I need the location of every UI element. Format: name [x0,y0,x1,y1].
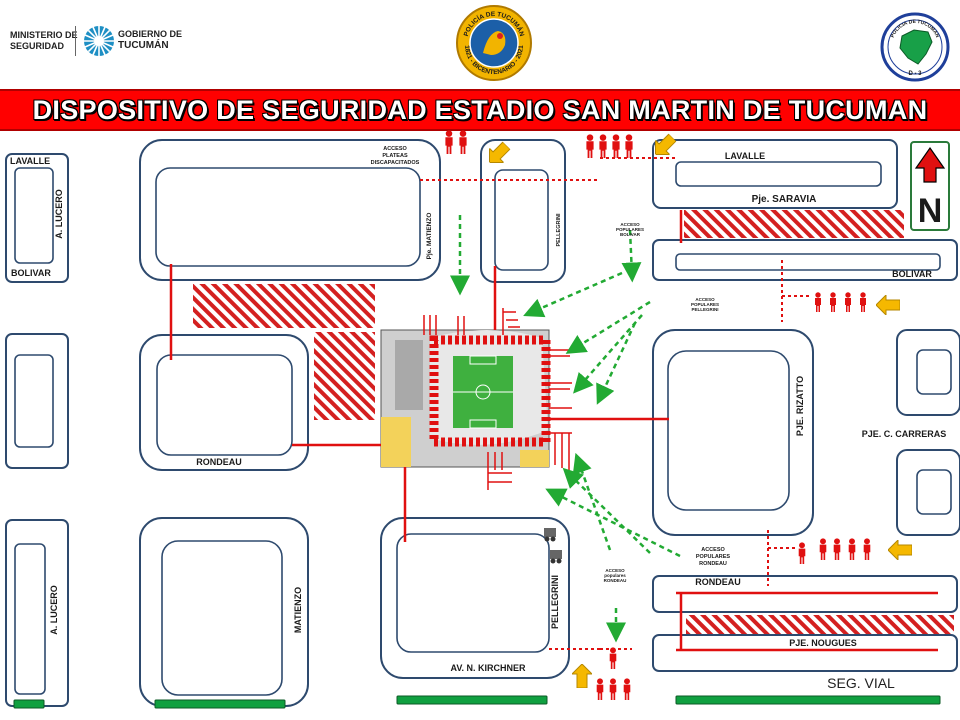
division-emblem: POLICIA DE TUCUMAN D - 3 [880,12,950,82]
officer-icon [863,538,871,560]
north-label: N [918,192,943,230]
street-lavalle-left: LAVALLE [10,156,50,166]
street-lucero-bottom: A. LUCERO [49,585,59,635]
access-labels: ACCESO PLATEAS DISCAPACITADOS ACCESO POP… [371,146,731,583]
officer-icon [833,538,841,560]
gov-line2: TUCUMÁN [118,40,169,51]
officer-icon [860,292,866,312]
ministry-logo: MINISTERIO DE SEGURIDAD [10,30,78,52]
officer-icon [596,678,604,700]
street-labels: LAVALLE BOLIVAR A. LUCERO A. LUCERO Pje.… [10,151,946,691]
access-rondeau-right-3: RONDEAU [699,561,727,567]
street-pellegrini-bottom: PELLEGRINI [550,575,560,629]
street-carreras: PJE. C. CARRERAS [862,429,947,439]
title-bar: DISPOSITIVO DE SEGURIDAD ESTADIO SAN MAR… [0,89,960,131]
officer-icon [609,647,617,669]
access-plateas-1: ACCESO [383,146,407,152]
access-bolivar-1: ACCESO [620,222,640,227]
access-plateas-3: DISCAPACITADOS [371,160,420,166]
north-indicator: N [910,141,950,231]
access-pellegrini-2: POPULARES [691,302,719,307]
street-nougues: PJE. NOUGUES [789,638,857,648]
sun-icon [84,26,114,56]
access-rondeau-bottom-3: RONDEAU [604,578,627,583]
block-nougues [652,634,958,672]
street-matienzo-top: Pje. MATIENZO [426,213,433,260]
officer-icon [819,538,827,560]
street-bolivar-left: BOLIVAR [11,268,51,278]
restricted-zones [193,210,954,634]
access-rondeau-right-1: ACCESO [701,547,725,553]
hatch-zone-2 [314,332,375,420]
access-rondeau-bottom-2: populares [604,573,626,578]
access-bolivar-2: POPULARES [616,227,644,232]
logo-divider [75,26,76,56]
hatch-zone-4 [686,615,954,634]
seg-vial-label: SEG. VIAL [827,675,895,691]
government-logo: GOBIERNO DE TUCUMÁN [118,29,182,51]
stadium [380,329,551,468]
security-map: N LAVALLE BOLIVAR A. LUCERO A. LUCERO Pj… [5,130,960,709]
officer-icon [445,130,453,154]
hatch-zone-1 [193,284,375,328]
street-saravia: Pje. SARAVIA [752,194,817,205]
officer-icon [586,134,594,158]
access-pellegrini-3: PELLEGRINI [691,307,718,312]
officer-icon [625,134,633,158]
officer-icon [459,130,467,154]
access-bolivar-3: BOLIVAR [620,232,641,237]
officer-icon [798,542,806,564]
officer-icon [599,134,607,158]
officer-icon [612,134,620,158]
entry-arrow-icon [888,540,912,560]
street-lucero-top: A. LUCERO [54,189,64,239]
entry-arrow-icon [876,295,900,315]
division-code: D - 3 [908,71,922,77]
patrol-units [544,528,562,564]
entry-arrow-icon [572,664,592,688]
officer-icon [830,292,836,312]
hatch-zone-3 [684,210,904,238]
street-rizatto: PJE. RIZATTO [795,376,805,436]
access-arrows [450,215,681,643]
officer-icon [815,292,821,312]
access-rondeau-bottom-1: ACCESO [605,568,625,573]
officer-icon [609,678,617,700]
police-ticks [423,308,572,490]
gov-line1: GOBIERNO DE [118,29,183,39]
officer-icon [623,678,631,700]
ministry-line2: SEGURIDAD [10,41,65,51]
page-title: DISPOSITIVO DE SEGURIDAD ESTADIO SAN MAR… [32,95,928,125]
street-lavalle-right: LAVALLE [725,151,765,161]
street-kirchner: AV. N. KIRCHNER [450,663,526,673]
ministry-line1: MINISTERIO DE [10,30,78,40]
officer-icon [848,538,856,560]
officer-icon [845,292,851,312]
police-lines [169,210,938,652]
header: MINISTERIO DE SEGURIDAD GOBIERNO DE TUCU… [0,0,960,86]
street-matienzo-bottom: MATIENZO [293,587,303,633]
police-dashed-lines [420,157,812,650]
inner-blocks [14,161,952,696]
police-bicentennial-emblem: POLICÍA DE TUCUMÁN 1821 - BICENTENARIO -… [456,5,532,81]
access-pellegrini-1: ACCESO [695,297,715,302]
barriers [13,695,941,709]
access-plateas-2: PLATEAS [382,153,408,159]
street-bolivar-right: BOLIVAR [892,269,932,279]
access-rondeau-right-2: POPULARES [696,554,731,560]
street-pellegrini-top: PELLEGRINI [556,213,562,246]
street-rondeau-left: RONDEAU [196,457,242,467]
street-rondeau-right: RONDEAU [695,577,741,587]
